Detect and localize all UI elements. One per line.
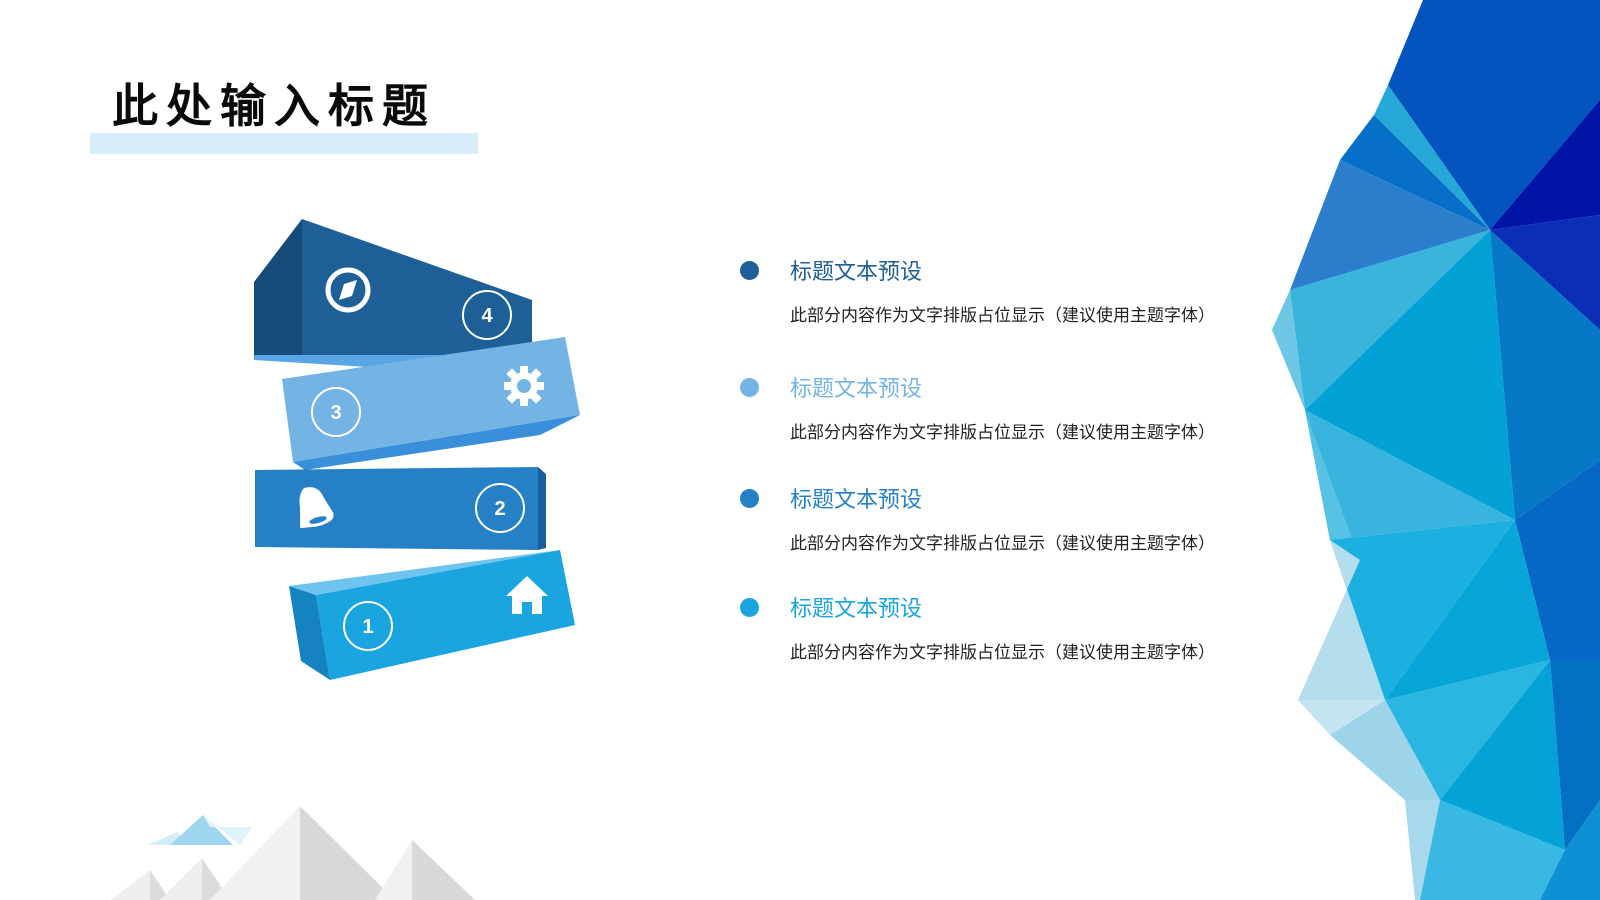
bullet-dot	[740, 489, 759, 508]
item-desc: 此部分内容作为文字排版占位显示（建议使用主题字体）	[790, 534, 1215, 554]
item-desc: 此部分内容作为文字排版占位显示（建议使用主题字体）	[790, 423, 1215, 443]
mountains-decoration	[110, 806, 475, 900]
bullet-dot	[740, 598, 759, 617]
block-2[interactable]: 2	[255, 467, 546, 550]
gear-icon	[504, 366, 544, 406]
bullet-dot	[740, 261, 759, 280]
item-title: 标题文本预设	[790, 488, 923, 513]
block-1[interactable]: 1	[289, 550, 575, 680]
block-2-number-badge: 2	[475, 483, 525, 533]
title-underline-bar	[90, 133, 478, 154]
svg-text:3: 3	[330, 402, 341, 424]
svg-text:2: 2	[494, 498, 505, 520]
house-icon	[506, 576, 548, 614]
low-poly-background-decoration	[1272, 0, 1600, 900]
block-4-number-badge: 4	[462, 290, 512, 340]
svg-text:4: 4	[481, 305, 493, 327]
compass-icon	[325, 267, 371, 313]
item-title: 标题文本预设	[790, 260, 923, 285]
item-desc: 此部分内容作为文字排版占位显示（建议使用主题字体）	[790, 643, 1215, 663]
block-1-number-badge: 1	[343, 601, 393, 651]
page-title: 此处输入标题	[112, 79, 436, 133]
bullet-dot	[740, 378, 759, 397]
bell-icon	[299, 487, 334, 528]
item-desc: 此部分内容作为文字排版占位显示（建议使用主题字体）	[790, 306, 1215, 326]
block-3[interactable]: 3	[282, 337, 580, 470]
item-title: 标题文本预设	[790, 377, 923, 402]
block-3-number-badge: 3	[311, 387, 361, 437]
item-title: 标题文本预设	[790, 597, 923, 622]
svg-text:1: 1	[362, 616, 373, 638]
stacked-3d-blocks: 4 3	[254, 219, 580, 680]
